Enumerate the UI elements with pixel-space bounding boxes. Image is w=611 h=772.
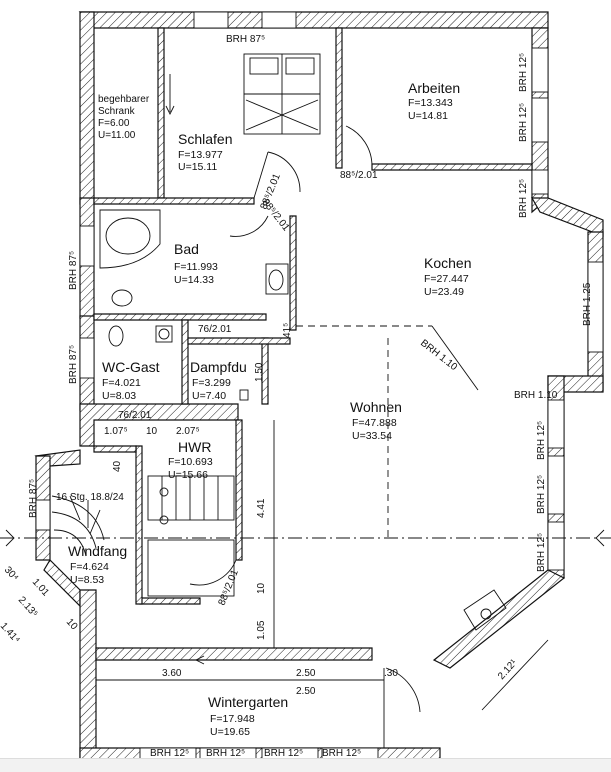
doors — [189, 125, 421, 748]
brh-arbeiten-3: BRH 12⁵ — [518, 179, 529, 218]
brh-wohnen-corner: BRH 1.10 — [514, 390, 558, 401]
room-area: F=10.693 — [168, 456, 213, 468]
brh-bottom-4: BRH 12⁵ — [322, 748, 361, 759]
room-name: HWR — [178, 439, 211, 455]
dim-141: 1.41⁴ — [0, 621, 22, 646]
dim-40: 40 — [112, 460, 123, 472]
room-perimeter: U=19.65 — [210, 726, 250, 738]
room-schlafen: Schlafen F=13.977 U=15.11 — [178, 131, 232, 173]
room-name: Dampfdu — [190, 359, 247, 375]
room-area: F=13.977 — [178, 149, 223, 161]
dim-250-b: 2.50 — [296, 686, 316, 697]
dim-10-diag: 10 — [64, 617, 80, 633]
dim-101: 1.01 — [30, 577, 51, 599]
fixtures — [51, 53, 507, 631]
brh-bad: BRH 87⁵ — [68, 251, 79, 290]
dim-150: 1.50 — [254, 362, 265, 382]
reference-lines — [0, 325, 611, 711]
footer-bar — [0, 758, 611, 772]
room-area: F=47.888 — [352, 417, 397, 429]
interior-walls — [93, 27, 533, 605]
dim-10: 10 — [146, 426, 158, 437]
room-hwr: HWR F=10.693 U=15.66 — [168, 439, 213, 481]
door-label-hwr: 88⁵/2.01 — [217, 568, 241, 607]
room-perimeter: U=8.03 — [102, 390, 136, 402]
room-kochen: Kochen F=27.447 U=23.49 — [424, 255, 471, 298]
dimension-labels: 88⁵/2.01 88⁵/2.01 88⁵/2.01 76/2.01 76/2.… — [0, 170, 520, 697]
dim-212: 2.12¹ — [496, 657, 520, 682]
dim-30: .30 — [384, 668, 398, 679]
closet-area: F=6.00 — [98, 118, 130, 129]
dim-304: 30⁴ — [2, 565, 20, 584]
brh-labels: BRH 87⁵ BRH 12⁵ BRH 12⁵ BRH 12⁵ BRH 1.25… — [28, 34, 593, 759]
room-name: Wintergarten — [208, 694, 288, 710]
room-area: F=13.343 — [408, 97, 453, 109]
brh-arbeiten-1: BRH 12⁵ — [518, 53, 529, 92]
door-label-bad: 88⁵/2.01 — [260, 197, 292, 234]
room-wohnen: Wohnen F=47.888 U=33.54 — [350, 399, 402, 442]
brh-wohnen-2: BRH 12⁵ — [536, 475, 547, 514]
room-wc-gast: WC-Gast F=4.021 U=8.03 — [102, 359, 160, 402]
room-perimeter: U=14.33 — [174, 274, 214, 286]
room-windfang: Windfang F=4.624 U=8.53 — [68, 543, 127, 586]
closet-line2: Schrank — [98, 106, 136, 117]
windows — [35, 11, 604, 763]
room-area: F=27.447 — [424, 273, 469, 285]
room-perimeter: U=15.11 — [178, 161, 217, 173]
stairs-label: 16 Stg. 18.8/24 — [56, 492, 124, 503]
brh-wohnen-1: BRH 12⁵ — [536, 421, 547, 460]
room-area: F=11.993 — [174, 261, 218, 273]
dim-441: 4.41 — [256, 498, 267, 518]
room-perimeter: U=33.54 — [352, 430, 392, 442]
room-name: Wohnen — [350, 399, 402, 415]
brh-bottom-2: BRH 12⁵ — [206, 748, 245, 759]
room-area: F=4.624 — [70, 561, 109, 573]
room-name: Bad — [174, 241, 199, 257]
room-area: F=17.948 — [210, 713, 255, 725]
dim-107: 1.07⁵ — [104, 426, 128, 437]
dim-250-a: 2.50 — [296, 668, 316, 679]
dim-213: 2.13⁵ — [16, 595, 40, 620]
room-arbeiten: Arbeiten F=13.343 U=14.81 — [408, 80, 460, 122]
door-label-wc: 76/2.01 — [118, 410, 152, 421]
brh-top: BRH 87⁵ — [226, 34, 265, 45]
dim-10-vertical: 10 — [256, 582, 267, 594]
room-perimeter: U=14.81 — [408, 110, 448, 122]
dim-41: 41⁵ — [282, 323, 293, 338]
closet-label: begehbarer Schrank F=6.00 U=11.00 — [98, 94, 150, 141]
brh-wc: BRH 87⁵ — [68, 345, 79, 384]
room-name: Arbeiten — [408, 80, 460, 96]
door-label-dampf: 76/2.01 — [198, 324, 232, 335]
closet-perimeter: U=11.00 — [98, 130, 136, 141]
room-area: F=3.299 — [192, 377, 231, 389]
room-name: Windfang — [68, 543, 127, 559]
room-perimeter: U=23.49 — [424, 286, 464, 298]
dim-105: 1.05 — [256, 620, 267, 640]
room-name: Schlafen — [178, 131, 232, 147]
room-name: WC-Gast — [102, 359, 160, 375]
dim-207: 2.07⁵ — [176, 426, 200, 437]
brh-bottom-1: BRH 12⁵ — [150, 748, 189, 759]
room-wintergarten: Wintergarten F=17.948 U=19.65 — [208, 694, 288, 738]
brh-bottom-3: BRH 12⁵ — [264, 748, 303, 759]
room-name: Kochen — [424, 255, 471, 271]
door-label-arbeiten: 88⁵/2.01 — [340, 170, 378, 181]
brh-wohnen-3: BRH 12⁵ — [536, 533, 547, 572]
brh-windfang: BRH 87⁵ — [28, 479, 39, 518]
room-area: F=4.021 — [102, 377, 141, 389]
room-perimeter: U=8.53 — [70, 574, 104, 586]
room-bad: Bad F=11.993 U=14.33 — [174, 241, 218, 286]
closet-line1: begehbarer — [98, 94, 150, 105]
dim-360: 3.60 — [162, 668, 182, 679]
room-perimeter: U=15.66 — [168, 469, 208, 481]
room-dampfdu: Dampfdu F=3.299 U=7.40 — [190, 359, 247, 402]
brh-arbeiten-2: BRH 12⁵ — [518, 103, 529, 142]
brh-kochen: BRH 1.25 — [582, 282, 593, 326]
room-perimeter: U=7.40 — [192, 390, 226, 402]
